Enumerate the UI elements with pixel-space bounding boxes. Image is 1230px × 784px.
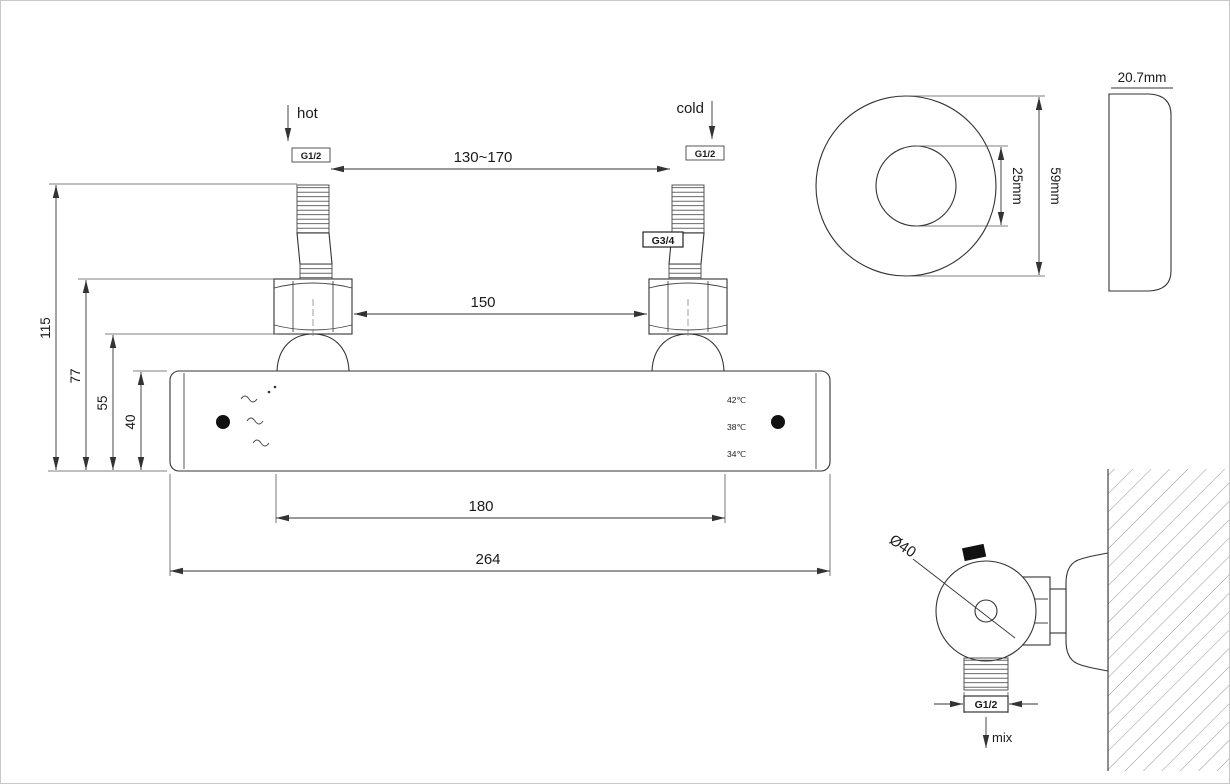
dim-overall-width: 264 bbox=[169, 474, 831, 576]
dim-inlet-adjust: 130~170 bbox=[331, 149, 670, 173]
connector-neck bbox=[1047, 588, 1067, 634]
inlet-thread-right: G1/2 bbox=[685, 145, 725, 161]
dim-inlet-adjust-label: 130~170 bbox=[454, 149, 513, 166]
dim-base-height: 55 bbox=[95, 335, 117, 470]
flange-face-view: 25mm 59mm bbox=[815, 95, 1063, 277]
outlet-thread-label: G1/2 bbox=[975, 699, 998, 711]
dim-outer-diameter-label: 59mm bbox=[1048, 167, 1063, 205]
union-thread-label: G3/4 bbox=[652, 235, 675, 247]
flange-inner-circle bbox=[875, 145, 957, 227]
dim-vertical-extensions bbox=[48, 183, 297, 472]
dim-nut-height-label: 77 bbox=[68, 368, 83, 383]
dim-nut-height: 77 bbox=[68, 280, 90, 470]
left-inlet-pipe bbox=[296, 184, 333, 280]
valve-body bbox=[169, 370, 831, 472]
dim-total-height: 115 bbox=[38, 185, 60, 470]
dim-mount-span-label: 180 bbox=[468, 498, 493, 515]
cold-label: cold bbox=[676, 100, 704, 117]
union-thread-callout: G3/4 bbox=[642, 231, 684, 248]
flange-outer-circle bbox=[815, 95, 997, 277]
inlet-thread-left-label: G1/2 bbox=[301, 151, 322, 162]
dim-body-diameter-label: 40 bbox=[123, 414, 138, 429]
inlet-thread-right-label: G1/2 bbox=[695, 149, 716, 160]
dim-union-spacing: 150 bbox=[354, 294, 647, 318]
flange-profile-slab bbox=[1108, 93, 1172, 292]
temp-mark-3: 34℃ bbox=[727, 449, 746, 459]
outlet-thread bbox=[963, 657, 1009, 691]
dim-side-body-diameter-label: Ø40 bbox=[886, 531, 919, 561]
valve-body-circle bbox=[935, 560, 1037, 662]
hot-indicator-squiggles bbox=[240, 385, 277, 447]
left-screw-dot bbox=[216, 415, 230, 429]
dim-outer-diameter: 59mm bbox=[908, 95, 1063, 277]
dim-inner-diameter-label: 25mm bbox=[1010, 167, 1025, 205]
temperature-marks: 42℃ 38℃ 34℃ bbox=[727, 395, 746, 459]
hot-label: hot bbox=[297, 105, 319, 122]
inlet-thread-left: G1/2 bbox=[291, 147, 331, 163]
flange-side-profile: 20.7mm bbox=[1108, 70, 1173, 292]
temperature-knob bbox=[961, 543, 987, 562]
dim-overall-width-label: 264 bbox=[475, 551, 500, 568]
dim-total-height-label: 115 bbox=[38, 317, 53, 339]
right-screw-dot bbox=[771, 415, 785, 429]
right-mount-dome bbox=[651, 333, 725, 372]
wall-hatch bbox=[1108, 469, 1229, 771]
dim-depth-label: 20.7mm bbox=[1118, 70, 1167, 85]
dim-inner-diameter: 25mm bbox=[916, 145, 1025, 227]
temp-mark-2: 38℃ bbox=[727, 422, 746, 432]
dim-mount-span: 180 bbox=[275, 474, 726, 523]
dim-depth: 20.7mm bbox=[1111, 70, 1173, 89]
outlet-center-circle bbox=[974, 599, 998, 623]
temp-mark-1: 42℃ bbox=[727, 395, 746, 405]
dim-body-diameter: 40 bbox=[123, 372, 145, 470]
front-view: G1/2 G1/2 G3/4 hot cold 130~170 150 180 bbox=[38, 100, 831, 576]
outlet-thread-dim: G1/2 bbox=[934, 692, 1038, 713]
wall-flange-profile bbox=[1065, 552, 1109, 672]
dim-base-height-label: 55 bbox=[95, 395, 110, 410]
dim-union-spacing-label: 150 bbox=[470, 294, 495, 311]
mix-label: mix bbox=[992, 730, 1013, 745]
left-mount-dome bbox=[276, 333, 350, 372]
side-view: Ø40 G1/2 mix bbox=[886, 469, 1229, 771]
